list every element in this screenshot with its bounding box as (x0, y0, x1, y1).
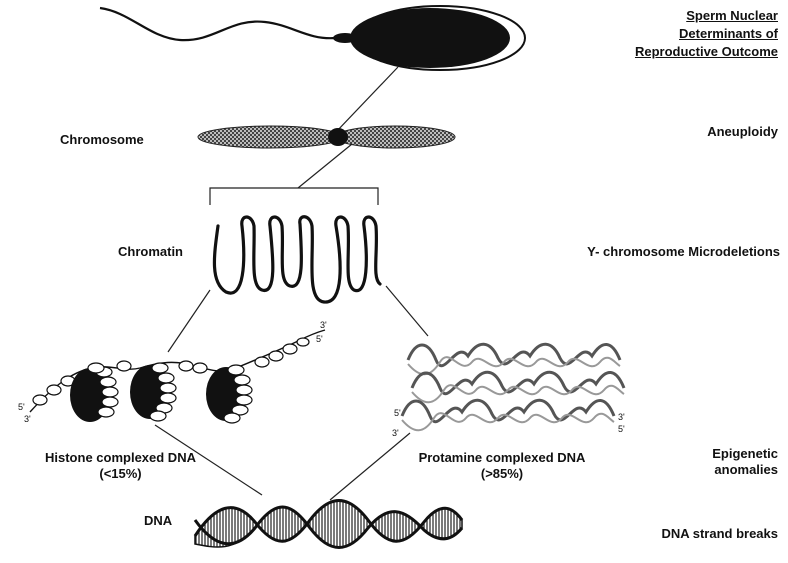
sperm-cell (100, 6, 525, 70)
label-histone-pct: (<15%) (8, 466, 233, 482)
connector-chromatin-histone (168, 290, 210, 352)
label-protamine-dna: Protamine complexed DNA (382, 450, 622, 466)
chromosome-right-arm (335, 126, 455, 148)
strand-end-p3: 3' (392, 428, 399, 438)
chromatin-fiber (214, 217, 380, 302)
connector-chromosome-chromatin (298, 144, 352, 188)
sperm-head (350, 8, 510, 68)
label-chromosome: Chromosome (60, 132, 144, 148)
sperm-tail (100, 8, 335, 40)
strand-end-h5: 5' (316, 334, 323, 344)
histone-nucleosomes (30, 330, 325, 423)
centromere (328, 128, 348, 146)
chromosome-left-arm (198, 126, 342, 148)
label-histone-dna: Histone complexed DNA (8, 450, 233, 466)
connector-chromatin-protamine (386, 286, 428, 336)
strand-end-p5: 5' (394, 408, 401, 418)
label-epigenetic: Epigenetic (620, 446, 778, 462)
label-aneuploidy: Aneuploidy (560, 124, 778, 140)
chromatin-bracket (210, 188, 378, 205)
title-line-2: Determinants of (588, 26, 778, 42)
protamine-helices (402, 344, 624, 430)
label-dna: DNA (144, 513, 172, 529)
label-chromatin: Chromatin (118, 244, 183, 260)
connector-sperm-chromosome (336, 67, 398, 132)
strand-end-h3b: 3' (24, 414, 31, 424)
strand-end-p3r: 3' (618, 412, 625, 422)
title-line-1: Sperm Nuclear (588, 8, 778, 24)
chromosome-graphic (198, 126, 455, 148)
strand-end-h5b: 5' (18, 402, 25, 412)
label-dna-strand-breaks: DNA strand breaks (600, 526, 778, 542)
strand-end-p5r: 5' (618, 424, 625, 434)
strand-end-h3: 3' (320, 320, 327, 330)
label-anomalies: anomalies (620, 462, 778, 478)
label-protamine-pct: (>85%) (382, 466, 622, 482)
label-y-microdeletions: Y- chromosome Microdeletions (530, 244, 780, 260)
dna-helix (195, 501, 462, 548)
title-line-3: Reproductive Outcome (588, 44, 778, 60)
